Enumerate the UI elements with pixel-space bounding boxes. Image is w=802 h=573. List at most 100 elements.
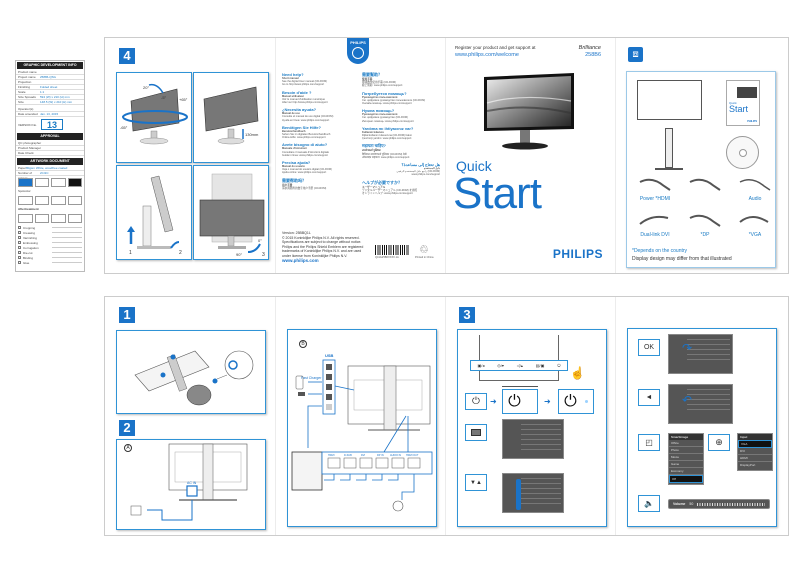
register-url[interactable]: www.philips.com/welcome bbox=[455, 52, 519, 58]
volume-slider-track[interactable] bbox=[697, 502, 765, 506]
monitor-stand-line bbox=[502, 386, 538, 387]
spotcolor-row: Spotcolor bbox=[18, 189, 31, 193]
panel-connections: B USB Fast Charger bbox=[276, 297, 446, 535]
curved-arrow-back-icon: ↶ bbox=[682, 393, 693, 407]
ok-button[interactable]: OK bbox=[638, 339, 660, 356]
card-controls: ▣/◂ ◎/▾ ◁/▴ ▤/▣ ⏻ ☝ ⏻ ➜ ⏻ ➜ ⏻ ▼▲ bbox=[457, 329, 607, 527]
volume-button[interactable]: 🔈 bbox=[638, 495, 660, 512]
spec-row: Projection bbox=[16, 80, 84, 85]
origin-text: Printed in China bbox=[415, 256, 434, 259]
bezel-button-volume[interactable]: ◁/▴ bbox=[516, 363, 523, 368]
finish-embossing[interactable]: Embossing bbox=[16, 240, 84, 245]
cable-audio: Audio bbox=[735, 176, 775, 202]
svg-text:130mm: 130mm bbox=[245, 132, 259, 137]
monitor-bezel-outline bbox=[479, 335, 559, 381]
box-contents-icon: ⧈ bbox=[628, 47, 643, 62]
legal-text: Version: 25BBQ1L © 2015 Koninklijke Phil… bbox=[282, 231, 382, 263]
panel-step-1-2: 1 2 A AC IN bbox=[105, 297, 276, 535]
svg-text:-65°: -65° bbox=[120, 125, 128, 130]
finish-creasing[interactable]: Creasing bbox=[16, 230, 84, 235]
philips-wordmark: PHILIPS bbox=[552, 247, 603, 261]
svg-text:AUDIO IN: AUDIO IN bbox=[390, 454, 401, 457]
step-number-1: 1 bbox=[119, 307, 135, 323]
spec-row: Product name bbox=[16, 70, 84, 75]
design-disclaimer: Display design may differ from that illu… bbox=[632, 256, 732, 262]
svg-text:AC IN: AC IN bbox=[187, 481, 197, 485]
help-block: 需要帮助吗？用户手册请参阅随附的数字用户手册 (CD-ROM) bbox=[282, 177, 327, 190]
bezel-button-smartimage[interactable]: ◎/▾ bbox=[497, 363, 504, 368]
up-down-arrow-icon bbox=[516, 479, 521, 510]
help-block: 需要幫助？使用手冊參閱數位使用手冊 (CD-ROM)線上幫助: www.phil… bbox=[362, 72, 403, 88]
power-connect-illustration: AC IN bbox=[130, 443, 248, 521]
menu-button[interactable] bbox=[465, 424, 487, 441]
svg-text:3: 3 bbox=[262, 252, 265, 258]
start-title: Start bbox=[453, 169, 542, 218]
philips-shield-logo: PHILIPS bbox=[347, 38, 369, 64]
step-number-4: 4 bbox=[119, 48, 135, 64]
stand-attach-illustration bbox=[134, 350, 254, 406]
svg-text:D-SUB: D-SUB bbox=[344, 454, 352, 457]
label-b: B bbox=[299, 340, 307, 348]
power-button[interactable]: ⏻ bbox=[465, 393, 487, 410]
osd-back-menu bbox=[668, 384, 733, 424]
mini-cover-item: Quick Start PHILIPS bbox=[726, 80, 760, 126]
bottom-sheet: 1 2 A AC IN bbox=[104, 296, 789, 536]
finish-glue[interactable]: Glue bbox=[16, 260, 84, 265]
cd-rom-item bbox=[726, 136, 759, 169]
finish-binding[interactable]: Binding bbox=[16, 255, 84, 260]
depends-footnote: *Depends on the country bbox=[632, 248, 688, 254]
panel-step-3: 3 ▣/◂ ◎/▾ ◁/▴ ▤/▣ ⏻ ☝ ⏻ ➜ ⏻ ➜ ⏻ ▼▲ bbox=[446, 297, 616, 535]
barcode-text: Q41G25B6XXXX.1A bbox=[375, 256, 399, 259]
back-button[interactable]: ◄ bbox=[638, 389, 660, 406]
bezel-button-menu[interactable]: ▤/▣ bbox=[535, 363, 545, 368]
monitor-product-image bbox=[484, 73, 574, 150]
osd-volume-bar[interactable]: Volume 50 bbox=[668, 499, 770, 509]
usb-label: USB bbox=[325, 353, 334, 358]
svg-text:-5°: -5° bbox=[161, 95, 167, 100]
label-a: A bbox=[124, 444, 132, 452]
approval-row: Product Manager bbox=[16, 146, 84, 151]
card-tilt-swivel: 20° -5° +65° -65° bbox=[116, 72, 192, 163]
bezel-button-power[interactable]: ⏻ bbox=[557, 363, 561, 368]
aftertreatment-swatches bbox=[16, 212, 84, 225]
swatch-process-blue bbox=[18, 178, 33, 187]
swatch-empty bbox=[34, 178, 49, 187]
panel-step-4: 4 20° -5° +65° -65° 130mm bbox=[105, 38, 276, 273]
monitor-height-illustration: 130mm bbox=[203, 86, 259, 145]
finish-varnishing[interactable]: Varnishing bbox=[16, 235, 84, 240]
smartimage-button[interactable]: ◰ bbox=[638, 434, 660, 451]
approval-row: Date Check bbox=[16, 151, 84, 156]
menu-icon bbox=[471, 429, 481, 436]
bezel-button-input[interactable]: ▣/◂ bbox=[477, 363, 485, 368]
finish-corrugation[interactable]: Corrugation bbox=[16, 245, 84, 250]
input-button[interactable]: ⊕ bbox=[708, 434, 730, 451]
monitor-pivot-front-illustration: 0° 90° 3 bbox=[199, 173, 265, 258]
barcode bbox=[375, 245, 409, 255]
graphic-development-info-sheet: GRAPHIC DEVELOPMENT INFO Product name Pr… bbox=[15, 60, 85, 272]
monitor-pivot-side-illustration: 1 2 bbox=[127, 175, 182, 256]
cable-vga: *VGA bbox=[735, 212, 775, 238]
navigate-buttons[interactable]: ▼▲ bbox=[465, 474, 487, 491]
svg-text:DP IN: DP IN bbox=[377, 454, 384, 457]
finish-cropping[interactable]: Cropping bbox=[16, 225, 84, 230]
version-row: VERSION No.13 bbox=[16, 117, 84, 132]
arrow-icon: ➜ bbox=[544, 397, 551, 406]
website-link[interactable]: www.philips.com bbox=[282, 257, 319, 263]
finish-die-cut[interactable]: Die-cut bbox=[16, 250, 84, 255]
help-column-right: 需要幫助？使用手冊參閱數位使用手冊 (CD-ROM)線上幫助: www.phil… bbox=[362, 72, 440, 195]
cable-dp: *DP bbox=[685, 212, 725, 238]
card-pivot-lift: 1 2 bbox=[116, 165, 192, 260]
svg-text:+65°: +65° bbox=[179, 97, 188, 102]
approval-row: QC photographer bbox=[16, 141, 84, 146]
help-block: Avete bisogno di aiuto?Manuale d'istruzi… bbox=[282, 142, 329, 157]
recycle-icon: ♲ bbox=[419, 244, 429, 256]
